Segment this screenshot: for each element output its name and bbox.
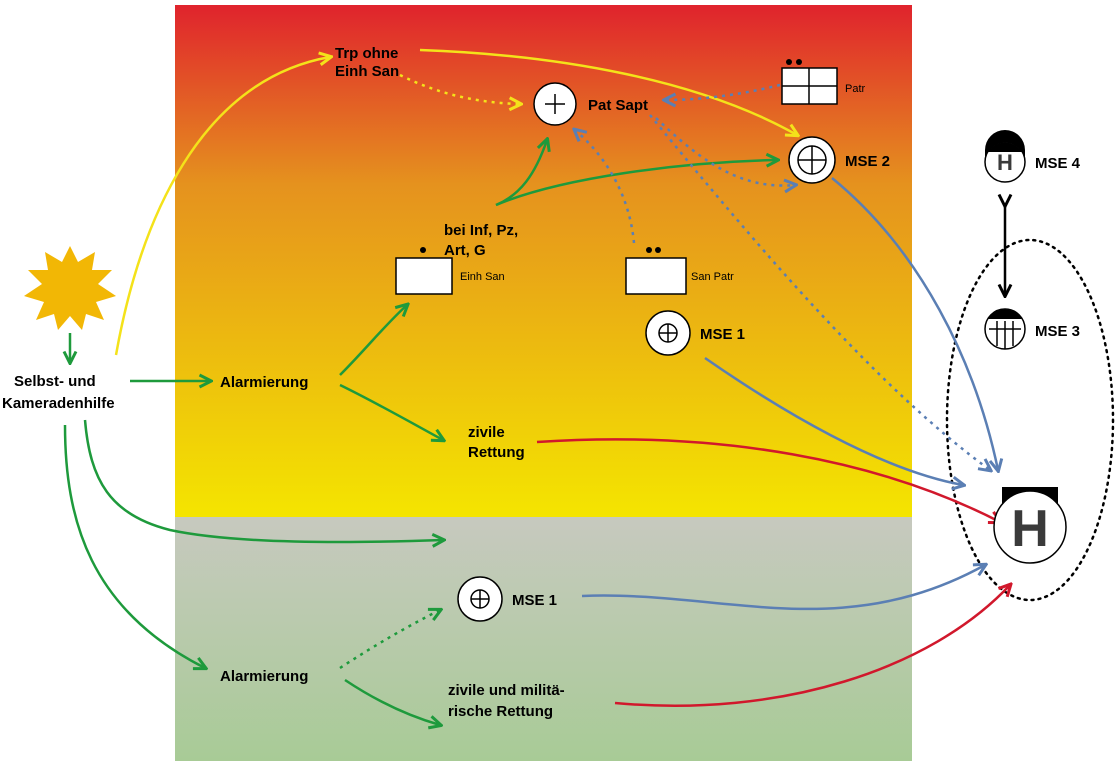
label-pat-sapt: Pat Sapt [588,97,648,114]
mse2-symbol [788,136,836,184]
arrow-selbst-to-trp [114,57,330,356]
arrow-alarm-to-zivile [339,383,443,440]
label-san-patr: San Patr [691,271,734,283]
hospital-group-ellipse [945,238,1115,602]
arrow-mse2-to-hospital [831,177,998,470]
san-patr-symbol [625,247,687,295]
label-zivile-top: zivile Rettung [468,424,525,461]
label-mse1-top: MSE 1 [700,326,745,343]
label-mse1-bottom: MSE 1 [512,592,557,609]
arrow-beiinf-to-mse2 [495,160,777,207]
mse3-symbol [984,308,1026,350]
label-bei-inf: bei Inf, Pz, Art, G [444,222,522,259]
arrow-alarm-bottom-to-mse1 [339,610,440,670]
arrow-mse1-bottom-to-hospital [581,565,985,611]
mse4-symbol: H [984,130,1026,183]
arrow-alarm-bottom-to-zivile [344,678,440,725]
patr-symbol [781,59,838,105]
label-selbst: Selbst- und Kameradenhilfe [2,373,115,412]
arrow-mse1-to-hospital [704,356,963,485]
label-alarm-bottom: Alarmierung [220,668,308,685]
label-mse2: MSE 2 [845,153,890,170]
mse1-top-symbol [645,310,691,356]
arrow-sanpatr-to-patsapt [575,130,636,244]
label-trp: Trp ohne Einh San [335,45,403,80]
label-zivile-bottom: zivile und militä- rische Rettung [448,682,569,720]
arrow-zivile-to-hospital [536,438,1000,522]
arrow-alarm-to-einhsan [339,305,407,376]
arrow-zivile-bottom-to-hospital [614,585,1010,707]
pat-sapt-symbol [533,82,577,126]
mse1-bottom-symbol [457,576,503,622]
label-mse4: MSE 4 [1035,155,1081,172]
label-alarm-top: Alarmierung [220,374,308,391]
label-patr: Patr [845,83,866,95]
arrow-trp-to-mse2 [419,48,797,135]
label-einh-san: Einh San [460,271,505,283]
label-mse3: MSE 3 [1035,323,1080,340]
einh-san-symbol [395,247,453,295]
arrow-patsapt-to-hospital [649,114,990,470]
hospital-letter: H [1011,500,1049,558]
arrow-patr-to-patsapt [665,83,781,100]
hospital-symbol: H [993,487,1067,564]
mse4-letter: H [997,150,1013,175]
incident-burst-icon [24,246,116,330]
arrow-selbst-to-mse1-bottom [83,419,443,542]
arrow-selbst-to-alarm-bottom [63,424,205,668]
zone-rear [175,517,912,761]
